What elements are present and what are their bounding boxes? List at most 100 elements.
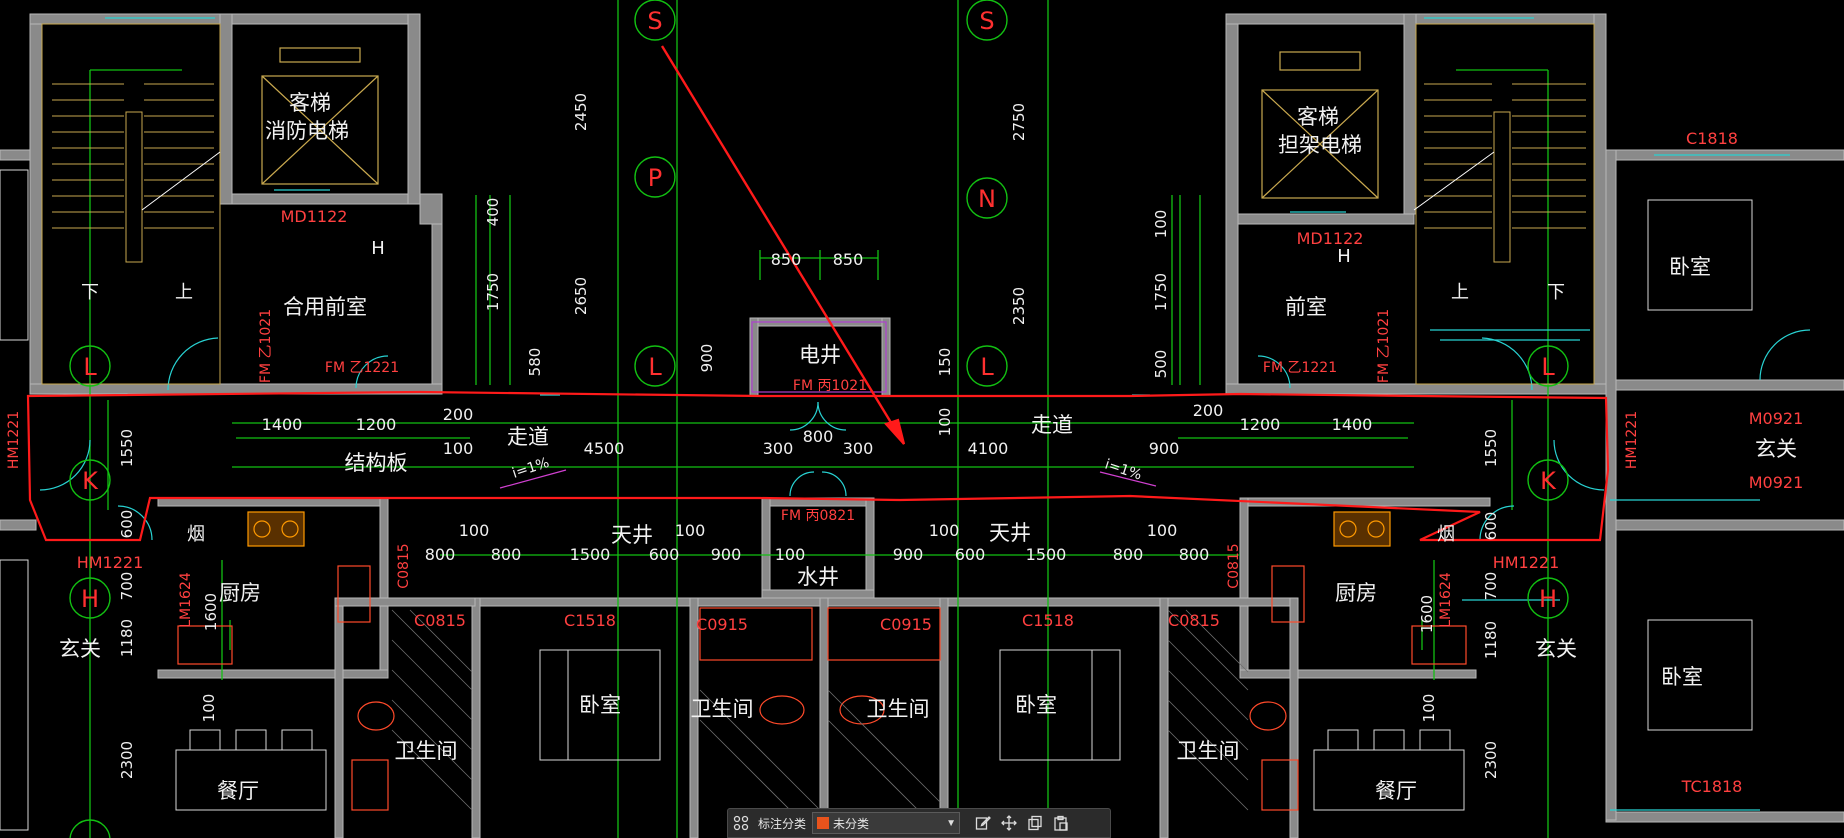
grid-lines — [89, 0, 1549, 838]
dimension-text: 1550 — [118, 429, 136, 467]
dimension-text: 800 — [1113, 545, 1144, 564]
dimension-text: 1180 — [1482, 621, 1500, 659]
axis-label-s-right: S — [979, 7, 994, 35]
room-label: 前室 — [1285, 295, 1327, 319]
dimension-text: 100 — [936, 408, 954, 437]
window-tag: C0815 — [1226, 543, 1242, 588]
axis-bubble-s-left — [634, 0, 676, 41]
room-label: 上 — [175, 282, 193, 303]
axis-bubble-l4 — [1527, 345, 1569, 387]
room-label: 天井 — [989, 521, 1031, 545]
dimension-text: 800 — [803, 427, 834, 446]
room-label: 卫生间 — [395, 739, 458, 763]
door-tag: HM1221 — [1493, 553, 1560, 572]
door-tag: FM 丙0821 — [781, 508, 855, 524]
room-label: 厨房 — [219, 581, 261, 605]
copy-icon[interactable] — [1022, 811, 1048, 835]
door-tag: HM1221 — [77, 553, 144, 572]
dimension-text: 1180 — [118, 619, 136, 657]
room-label: 玄关 — [1535, 637, 1577, 661]
red-markup — [26, 45, 1610, 542]
room-label: 下 — [1547, 282, 1565, 303]
dimension-text: 1600 — [1418, 595, 1436, 633]
paste-icon[interactable] — [1048, 811, 1074, 835]
window-tag: C0815 — [1168, 611, 1220, 630]
axis-bubble-f — [69, 819, 111, 838]
dimension-text: 1500 — [1026, 545, 1067, 564]
dimension-text: 900 — [1149, 439, 1180, 458]
window-tag: C1818 — [1686, 129, 1738, 148]
dimension-text: 700 — [118, 572, 136, 601]
elevators — [261, 47, 1379, 393]
dimension-text: 600 — [955, 545, 986, 564]
axis-label-l4: L — [1541, 353, 1555, 381]
room-label: 玄关 — [59, 637, 101, 661]
axis-bubble-s-right — [966, 0, 1008, 41]
axis-label-h-left: H — [81, 585, 99, 613]
axis-label-l3: L — [980, 353, 994, 381]
room-label: 卫生间 — [867, 697, 930, 721]
annotation-toolbar: 标注分类 未分类 ▼ — [727, 808, 1111, 838]
dimension-text: 580 — [526, 348, 544, 377]
room-label: H — [1337, 246, 1351, 267]
window-tag: C1518 — [1022, 611, 1074, 630]
dimension-text: 400 — [484, 198, 502, 227]
axis-label-l2: L — [648, 353, 662, 381]
dimension-text: 1200 — [356, 415, 397, 434]
axis-bubble-p — [634, 156, 676, 198]
dimension-text: 2750 — [1010, 103, 1028, 141]
axis-bubble-h-left — [69, 577, 111, 619]
axis-label-k-left: K — [82, 467, 99, 495]
axis-bubble-l2 — [634, 345, 676, 387]
room-label: 客梯 — [289, 91, 331, 115]
window-tag: C0915 — [696, 615, 748, 634]
slope-arrow — [499, 469, 567, 489]
dimension-text: 4100 — [968, 439, 1009, 458]
room-label: 卧室 — [1015, 693, 1057, 717]
door-tag: FM 乙1021 — [1376, 309, 1392, 383]
dimension-text: 700 — [1482, 572, 1500, 601]
edit-icon[interactable] — [970, 811, 996, 835]
axis-label-s-left: S — [647, 7, 662, 35]
door-tag: HM1221 — [6, 411, 22, 469]
dimension-text: 100 — [200, 694, 218, 723]
slope-arrow — [1099, 471, 1157, 487]
category-select[interactable]: 未分类 ▼ — [812, 812, 961, 834]
door-tag: HM1221 — [1624, 411, 1640, 469]
window-tag: C0915 — [880, 615, 932, 634]
dimension-text: 200 — [443, 405, 474, 424]
category-label: 标注分类 — [758, 816, 807, 831]
dimension-text: 100 — [1152, 210, 1170, 239]
category-color-swatch — [817, 817, 830, 829]
dimension-text: 100 — [775, 545, 806, 564]
axis-label-k-right: K — [1540, 467, 1557, 495]
room-label: H — [371, 238, 385, 259]
axis-bubble-k-left — [69, 459, 111, 501]
room-label: 下 — [81, 282, 99, 303]
room-label: 卫生间 — [1177, 739, 1240, 763]
door-tag: MD1122 — [281, 207, 348, 226]
axis-label-l1: L — [83, 353, 97, 381]
dimension-text: 2350 — [1010, 287, 1028, 325]
dimension-text: 600 — [1482, 512, 1500, 541]
room-label: 结构板 — [345, 451, 408, 475]
dimension-text: 1200 — [1240, 415, 1281, 434]
dimension-text: 300 — [843, 439, 874, 458]
room-label: 合用前室 — [283, 295, 367, 319]
move-icon[interactable] — [996, 811, 1022, 835]
dimension-text: 900 — [893, 545, 924, 564]
axis-bubble-h-right — [1527, 577, 1569, 619]
axis-bubble-k-right — [1527, 459, 1569, 501]
fixtures — [39, 17, 1811, 811]
room-label: 电井 — [799, 343, 841, 367]
room-label: 烟 — [1437, 524, 1455, 545]
room-label: 客梯 — [1297, 105, 1339, 129]
room-label: 卫生间 — [691, 697, 754, 721]
dimension-text: 800 — [425, 545, 456, 564]
dimension-text: 2300 — [118, 741, 136, 779]
window-tag: C1518 — [564, 611, 616, 630]
grid-icon[interactable] — [728, 811, 754, 835]
dimension-text: 1750 — [484, 273, 502, 311]
